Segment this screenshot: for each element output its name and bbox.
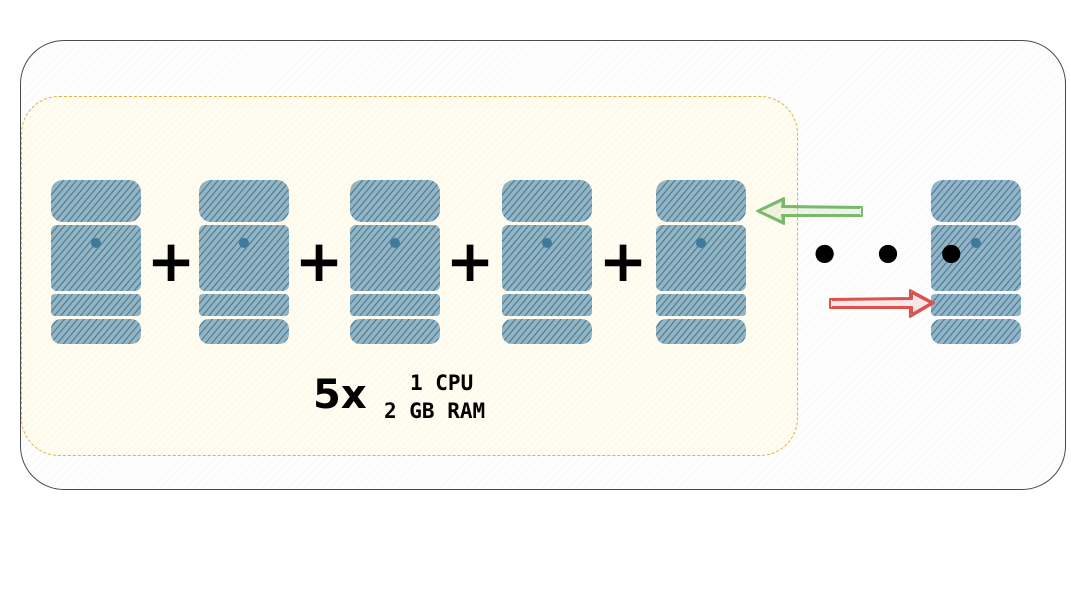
- server-panel: [199, 225, 289, 291]
- server-led: [542, 238, 552, 248]
- server-graphic: [199, 180, 289, 344]
- server-icon: [501, 180, 593, 344]
- server-panel: [199, 319, 289, 344]
- plus-sign: +: [445, 227, 495, 295]
- server-icon: [349, 180, 441, 344]
- server-panel: [656, 294, 746, 316]
- server-led: [91, 238, 101, 248]
- server-panel: [656, 319, 746, 344]
- server-graphic: [350, 180, 440, 344]
- server-panel: [51, 319, 141, 344]
- server-icon: [50, 180, 142, 344]
- scale-out-arrow-icon: [829, 289, 935, 318]
- server-led: [390, 238, 400, 248]
- server-panel: [502, 180, 592, 222]
- server-panel: [199, 180, 289, 222]
- server-led: [971, 238, 981, 248]
- plus-sign: +: [598, 227, 648, 295]
- plus-sign: +: [146, 227, 196, 295]
- server-graphic: [656, 180, 746, 344]
- server-panel: [350, 294, 440, 316]
- server-panel: [931, 180, 1021, 222]
- server-panel: [502, 294, 592, 316]
- server-icon: [930, 180, 1022, 344]
- server-panel: [931, 294, 1021, 316]
- plus-sign: +: [294, 227, 344, 295]
- server-panel: [931, 319, 1021, 344]
- server-panel: [51, 225, 141, 291]
- server-graphic: [502, 180, 592, 344]
- server-graphic: [51, 180, 141, 344]
- server-led: [239, 238, 249, 248]
- server-panel: [51, 180, 141, 222]
- server-panel: [350, 180, 440, 222]
- server-led: [696, 238, 706, 248]
- instance-multiplier: 5x: [313, 372, 367, 418]
- server-panel: [350, 319, 440, 344]
- more-servers-ellipsis: • • •: [808, 226, 974, 286]
- server-icon: [198, 180, 290, 344]
- server-icon: [655, 180, 747, 344]
- server-panel: [931, 225, 1021, 291]
- server-panel: [199, 294, 289, 316]
- server-panel: [350, 225, 440, 291]
- scale-in-arrow-icon: [756, 197, 863, 225]
- server-panel: [656, 180, 746, 222]
- server-graphic: [931, 180, 1021, 344]
- server-panel: [656, 225, 746, 291]
- server-panel: [51, 294, 141, 316]
- server-panel: [502, 225, 592, 291]
- server-panel: [502, 319, 592, 344]
- spec-cpu-label: 1 CPU: [410, 371, 474, 395]
- spec-ram-label: 2 GB RAM: [384, 399, 486, 423]
